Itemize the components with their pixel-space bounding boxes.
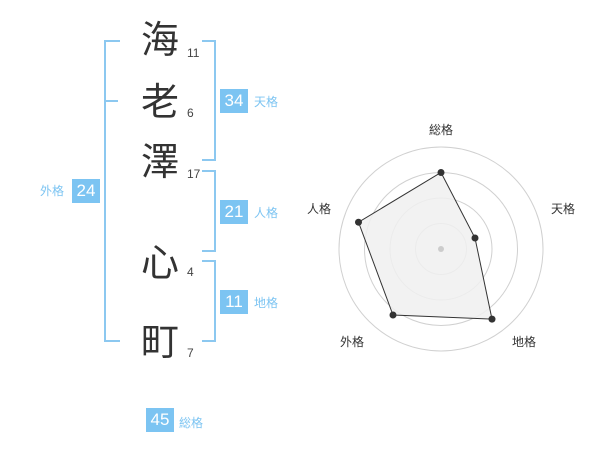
radar-point bbox=[488, 315, 496, 323]
chikaku-bracket bbox=[202, 260, 216, 342]
radar-ring bbox=[389, 197, 493, 301]
tenkaku-box: 34 bbox=[220, 89, 248, 113]
given-char-2: 町 bbox=[140, 320, 179, 364]
given-strokes-1: 4 bbox=[187, 265, 194, 279]
radar-rings bbox=[338, 146, 544, 352]
surname-strokes-3: 17 bbox=[187, 167, 201, 181]
surname-strokes-1: 11 bbox=[187, 46, 200, 60]
jinkaku-box: 21 bbox=[220, 200, 248, 224]
chikaku-label: 地格 bbox=[254, 296, 279, 310]
radar-ring bbox=[364, 172, 518, 326]
surname-char-1: 海 bbox=[140, 18, 179, 62]
radar-point bbox=[471, 234, 479, 242]
radar-label-jinkaku: 人格 bbox=[307, 201, 331, 216]
jinkaku-bracket bbox=[202, 170, 216, 252]
jinkaku-label: 人格 bbox=[254, 206, 279, 220]
tenkaku-label: 天格 bbox=[254, 95, 279, 109]
radar-ring bbox=[338, 146, 544, 352]
gaikaku-box: 24 bbox=[72, 179, 100, 203]
radar-ring bbox=[415, 223, 467, 275]
radar-center-dot bbox=[438, 246, 444, 252]
chikaku-box: 11 bbox=[220, 290, 248, 314]
gaikaku-label: 外格 bbox=[40, 184, 65, 198]
surname-strokes-2: 6 bbox=[187, 106, 194, 120]
radar-label-chikaku: 地格 bbox=[512, 334, 536, 349]
soukaku-box: 45 bbox=[146, 408, 174, 432]
radar-point bbox=[389, 311, 397, 319]
radar-point bbox=[355, 218, 362, 226]
radar-points bbox=[355, 169, 496, 323]
gaikaku-bracket-tick bbox=[104, 100, 118, 102]
radar-polygon bbox=[357, 171, 493, 320]
tenkaku-bracket bbox=[202, 40, 216, 161]
given-strokes-2: 7 bbox=[187, 346, 194, 360]
given-char-1: 心 bbox=[140, 241, 179, 285]
soukaku-label: 総格 bbox=[179, 416, 204, 430]
radar-label-tenkaku: 天格 bbox=[551, 201, 575, 216]
radar-point bbox=[437, 169, 445, 176]
surname-char-2: 老 bbox=[140, 80, 179, 124]
radar-label-gaikaku: 外格 bbox=[340, 334, 364, 349]
surname-char-3: 澤 bbox=[140, 140, 179, 184]
radar-label-soukaku: 総格 bbox=[429, 122, 453, 137]
gaikaku-bracket bbox=[104, 40, 120, 342]
